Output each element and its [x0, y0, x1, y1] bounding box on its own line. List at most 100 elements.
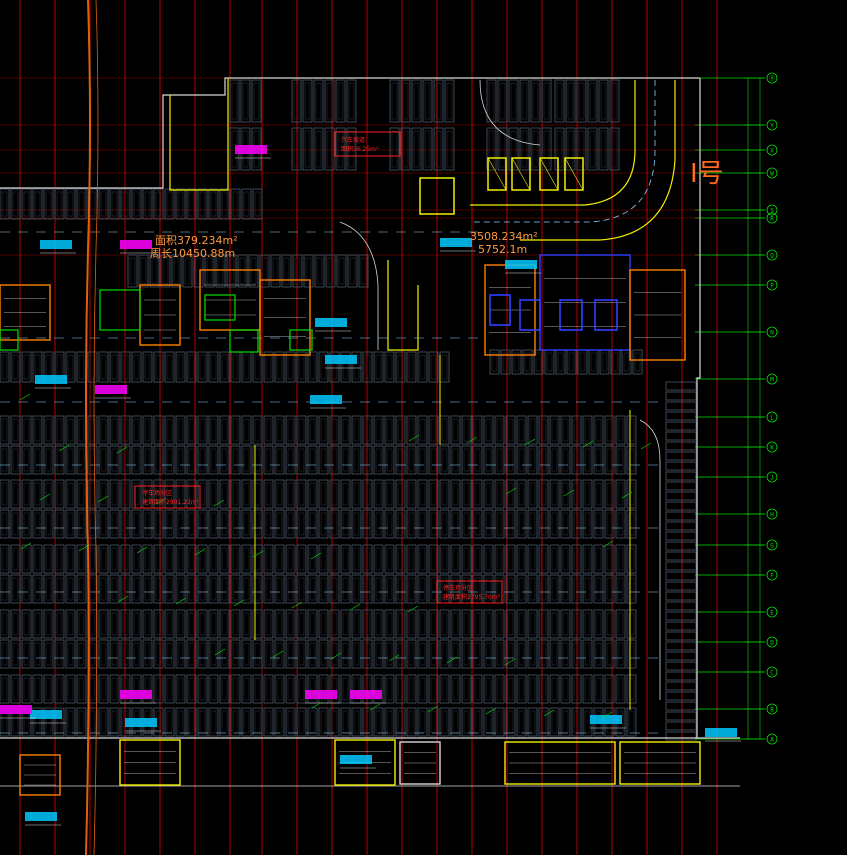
axis-label: W — [770, 171, 774, 178]
parking-stall-car — [474, 547, 481, 571]
parking-stall-car — [463, 577, 470, 601]
parking-stall — [560, 639, 571, 669]
parking-stall-car — [584, 418, 591, 442]
parking-stall-car — [221, 642, 228, 666]
parking-stall — [560, 707, 571, 737]
parking-stall — [109, 351, 120, 383]
leader-mark — [19, 393, 31, 401]
parking-stall-car — [144, 612, 151, 636]
parking-stall-car — [133, 191, 140, 217]
parking-stall-car — [606, 642, 613, 666]
parking-stall — [175, 707, 186, 737]
parking-stall — [533, 349, 544, 375]
parking-stall — [665, 381, 697, 391]
parking-stall — [483, 544, 494, 574]
room-green — [229, 329, 259, 353]
parking-stall — [665, 491, 697, 501]
parking-stall-car — [408, 547, 415, 571]
parking-stall — [461, 609, 472, 639]
parking-stall — [127, 254, 138, 288]
parking-stall — [560, 544, 571, 574]
parking-stall — [373, 574, 384, 604]
parking-stall-car — [320, 710, 327, 734]
parking-stall-car — [177, 612, 184, 636]
parking-stall-car — [298, 642, 305, 666]
leader-mark — [485, 707, 497, 715]
parking-stall — [0, 509, 10, 539]
parking-stall-car — [320, 354, 327, 380]
parking-stall — [98, 674, 109, 704]
parking-stall — [395, 415, 406, 445]
parking-stall — [252, 674, 263, 704]
parking-stall — [186, 707, 197, 737]
axis-bubble — [766, 167, 778, 179]
parking-stall — [32, 639, 43, 669]
leader-mark — [233, 599, 245, 607]
parking-stall — [329, 509, 340, 539]
parking-stall — [208, 639, 219, 669]
parking-stall — [302, 79, 313, 123]
annotation-tag — [120, 240, 152, 249]
parking-stall-car — [23, 612, 30, 636]
equipment-box — [511, 157, 531, 191]
parking-stall — [164, 544, 175, 574]
parking-stall-car — [232, 354, 239, 380]
parking-stall-car — [360, 257, 367, 285]
parking-stall — [665, 551, 697, 561]
axis-label: Ⓐ — [769, 75, 775, 83]
parking-stall — [665, 481, 697, 491]
axis-label: C — [770, 670, 774, 677]
parking-stall-car — [463, 547, 470, 571]
parking-stall-car — [430, 354, 437, 380]
parking-stall-car — [188, 710, 195, 734]
parking-stall — [98, 509, 109, 539]
parking-stall — [241, 188, 252, 220]
parking-stall-car — [56, 512, 63, 536]
parking-stall — [296, 479, 307, 509]
parking-stall — [351, 351, 362, 383]
parking-stall — [571, 445, 582, 475]
parking-stall — [373, 415, 384, 445]
parking-stall — [76, 188, 87, 220]
parking-stall — [632, 349, 643, 375]
parking-stall-car — [56, 448, 63, 472]
parking-stall — [208, 445, 219, 475]
parking-stall-car — [628, 612, 635, 636]
parking-stall-car — [111, 191, 118, 217]
parking-stall-car — [100, 191, 107, 217]
parking-stall-car — [12, 512, 19, 536]
annotation-tag — [705, 728, 737, 737]
parking-stall — [131, 609, 142, 639]
parking-stall — [505, 639, 516, 669]
parking-stall — [285, 609, 296, 639]
parking-stall — [373, 544, 384, 574]
parking-stall — [32, 544, 43, 574]
parking-stall — [519, 127, 530, 171]
parking-stall-car — [89, 642, 96, 666]
parking-stall — [373, 479, 384, 509]
axis-label: Q — [770, 253, 774, 260]
axis-label: P — [770, 283, 774, 290]
parking-stall-car — [353, 482, 360, 506]
parking-stall — [582, 445, 593, 475]
parking-stall — [43, 544, 54, 574]
parking-stall-car — [177, 512, 184, 536]
parking-stall-car — [111, 482, 118, 506]
parking-stall-car — [419, 677, 426, 701]
parking-stall — [549, 609, 560, 639]
parking-stall-car — [397, 642, 404, 666]
parking-stall — [538, 479, 549, 509]
parking-stall-car — [435, 130, 442, 168]
area-note-top-left-line1: 面积379.234m² — [155, 234, 238, 247]
parking-stall — [428, 445, 439, 475]
parking-stall-car — [573, 577, 580, 601]
parking-stall — [76, 509, 87, 539]
parking-stall — [461, 445, 472, 475]
parking-stall — [197, 609, 208, 639]
parking-stall — [450, 639, 461, 669]
parking-stall — [384, 415, 395, 445]
leader-mark — [311, 701, 323, 709]
parking-stall-car — [567, 130, 574, 168]
parking-stall-car — [89, 547, 96, 571]
parking-stall — [10, 574, 21, 604]
